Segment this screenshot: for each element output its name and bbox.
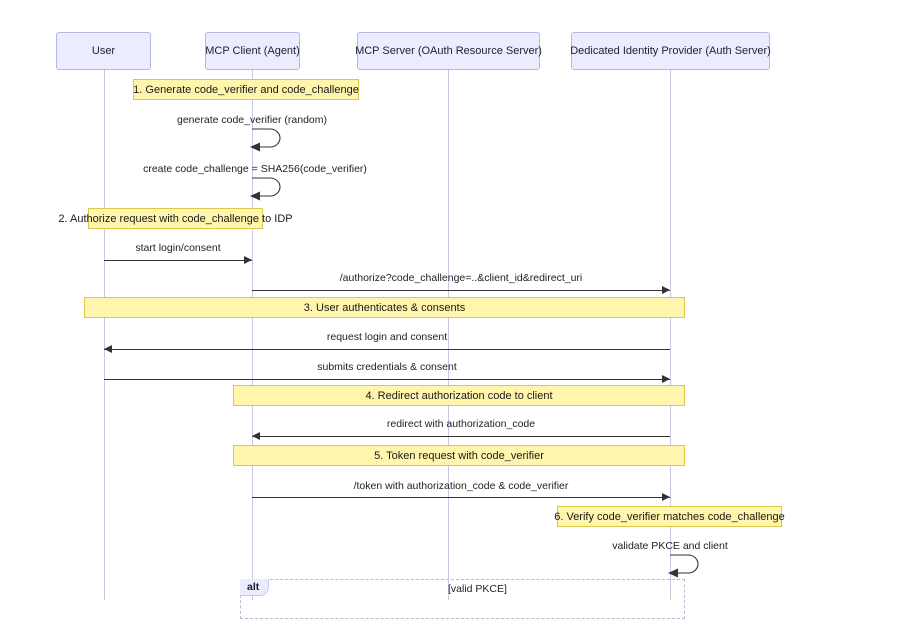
fragment-operator-label: alt bbox=[247, 581, 260, 593]
lifeline-user bbox=[104, 68, 105, 600]
self-message-arrow-validate-pkce bbox=[668, 554, 699, 578]
note-step-1: 1. Generate code_verifier and code_chall… bbox=[133, 79, 359, 100]
note-step-2: 2. Authorize request with code_challenge… bbox=[58, 208, 293, 229]
message-label-submits-credentials: submits credentials & consent bbox=[317, 361, 457, 373]
message-line-token-request bbox=[252, 497, 670, 498]
participant-identity-provider[interactable]: Dedicated Identity Provider (Auth Server… bbox=[570, 32, 771, 70]
arrowhead-token-request bbox=[662, 493, 670, 501]
fragment-operator-alt: alt bbox=[240, 579, 270, 596]
participant-mcp-client[interactable]: MCP Client (Agent) bbox=[205, 32, 300, 70]
fragment-condition-valid-pkce: [valid PKCE] bbox=[448, 583, 507, 595]
lifeline-idp bbox=[670, 68, 671, 600]
message-label-create-code-challenge: create code_challenge = SHA256(code_veri… bbox=[143, 163, 367, 175]
message-label-authorize-request: /authorize?code_challenge=..&client_id&r… bbox=[339, 272, 583, 284]
arrowhead-start-login-consent bbox=[244, 256, 252, 264]
message-line-request-login-consent bbox=[104, 349, 670, 350]
message-line-start-login-consent bbox=[104, 260, 252, 261]
participant-user[interactable]: User bbox=[56, 32, 151, 70]
message-line-submits-credentials bbox=[104, 379, 670, 380]
arrowhead-request-login-consent bbox=[104, 345, 112, 353]
arrowhead-authorize-request bbox=[662, 286, 670, 294]
note-step-2-label: 2. Authorize request with code_challenge… bbox=[58, 212, 293, 225]
message-label-redirect-authorization-code: redirect with authorization_code bbox=[386, 418, 536, 430]
participant-mcp-server[interactable]: MCP Server (OAuth Resource Server) bbox=[355, 32, 542, 70]
message-line-redirect-authorization-code bbox=[252, 436, 670, 437]
message-label-generate-code-verifier: generate code_verifier (random) bbox=[177, 114, 327, 126]
note-step-4: 4. Redirect authorization code to client bbox=[233, 385, 685, 406]
arrowhead-submits-credentials bbox=[662, 375, 670, 383]
message-label-start-login-consent: start login/consent bbox=[135, 242, 221, 254]
note-step-6: 6. Verify code_verifier matches code_cha… bbox=[554, 506, 785, 527]
message-line-authorize-request bbox=[252, 290, 670, 291]
message-label-token-request: /token with authorization_code & code_ve… bbox=[353, 480, 569, 492]
message-label-validate-pkce: validate PKCE and client bbox=[612, 540, 728, 552]
lifeline-client bbox=[252, 68, 253, 600]
arrowhead-redirect-authorization-code bbox=[252, 432, 260, 440]
lifeline-server bbox=[448, 68, 449, 600]
note-step-5: 5. Token request with code_verifier bbox=[233, 445, 685, 466]
sequence-diagram-canvas: User MCP Client (Agent) MCP Server (OAut… bbox=[56, 32, 785, 619]
note-step-3: 3. User authenticates & consents bbox=[84, 297, 685, 318]
message-label-request-login-consent: request login and consent bbox=[326, 331, 448, 343]
self-message-arrow-create-code-challenge bbox=[250, 177, 281, 201]
self-message-arrow-generate-code-verifier bbox=[250, 128, 281, 152]
